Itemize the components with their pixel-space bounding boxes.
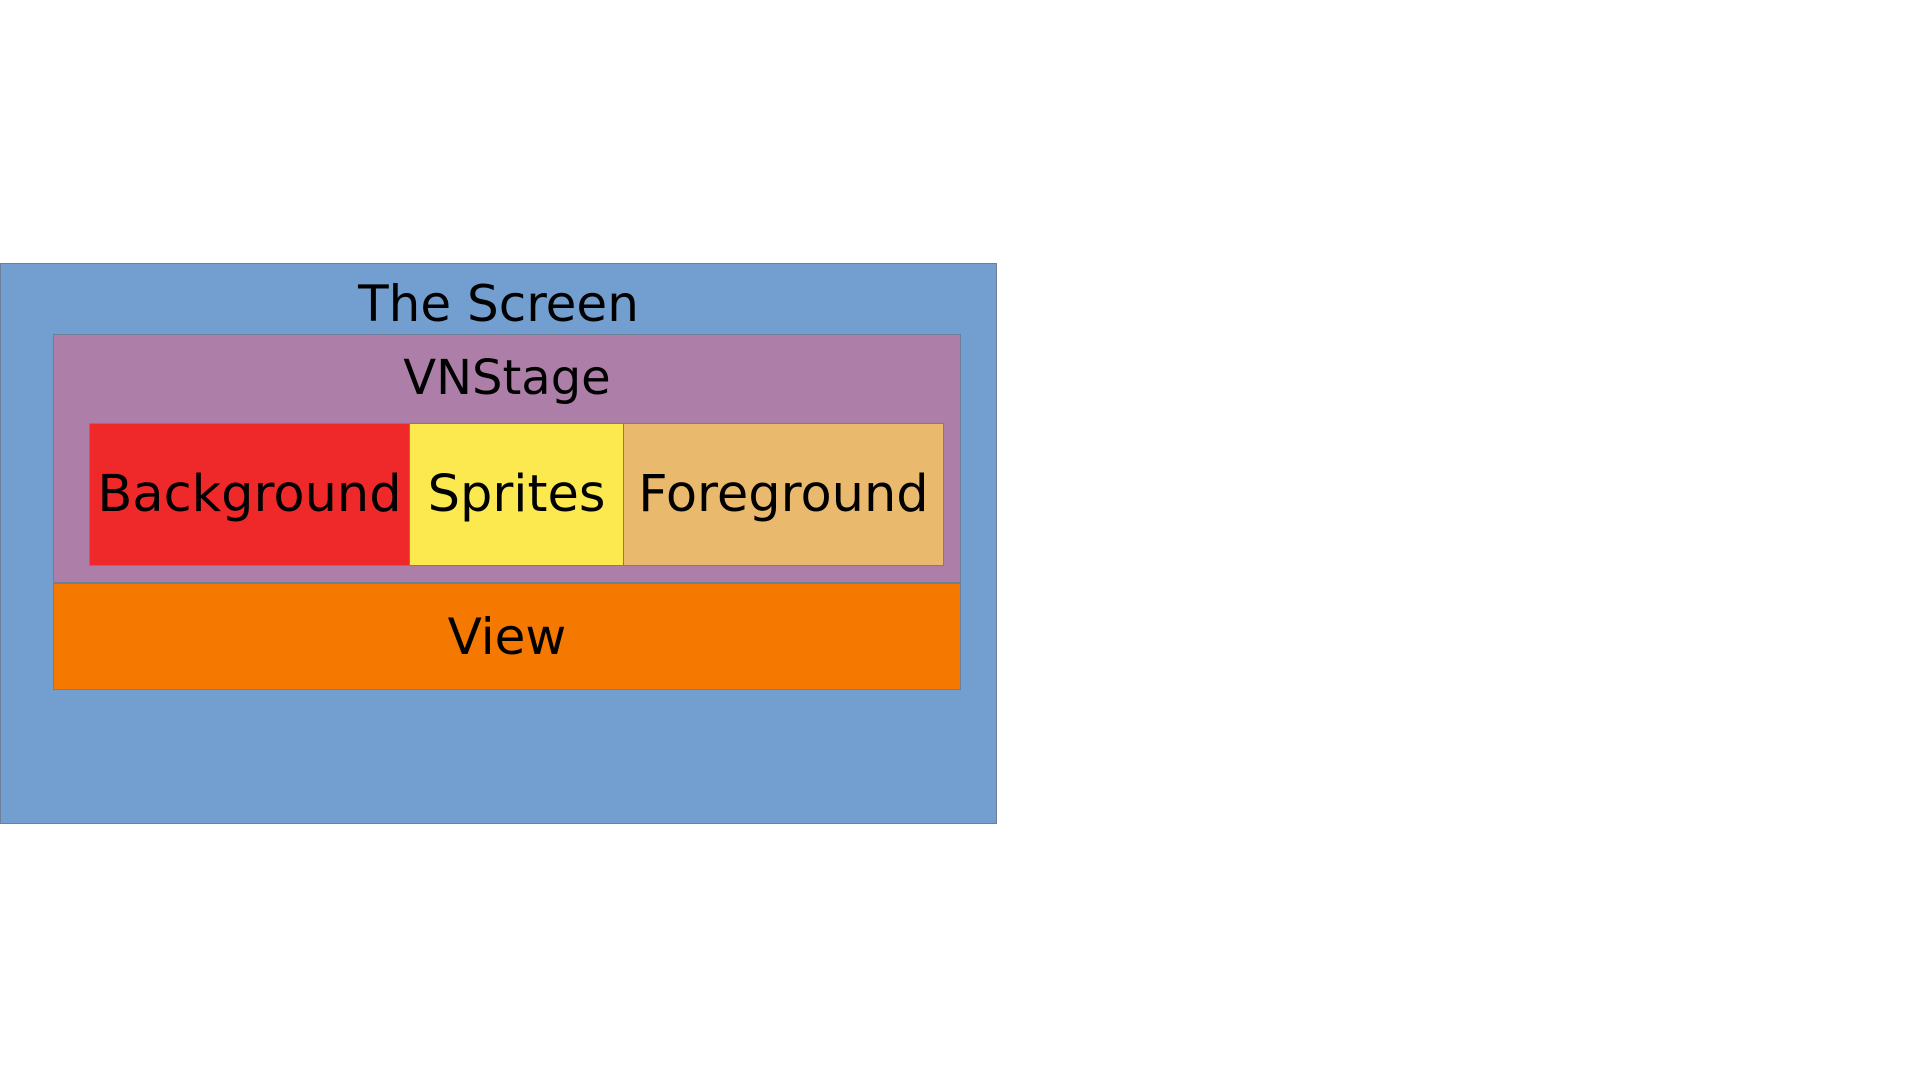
screen-label: The Screen: [358, 275, 639, 333]
vnstage-label: VNStage: [403, 350, 611, 406]
foreground-layer-label: Foreground: [638, 464, 929, 524]
foreground-layer-box: Foreground: [623, 423, 944, 566]
view-label: View: [447, 607, 567, 666]
sprites-layer-box: Sprites: [409, 423, 624, 566]
view-box: View: [53, 583, 961, 690]
background-layer-label: Background: [97, 464, 402, 524]
sprites-layer-label: Sprites: [427, 464, 606, 524]
background-layer-box: Background: [89, 423, 410, 566]
